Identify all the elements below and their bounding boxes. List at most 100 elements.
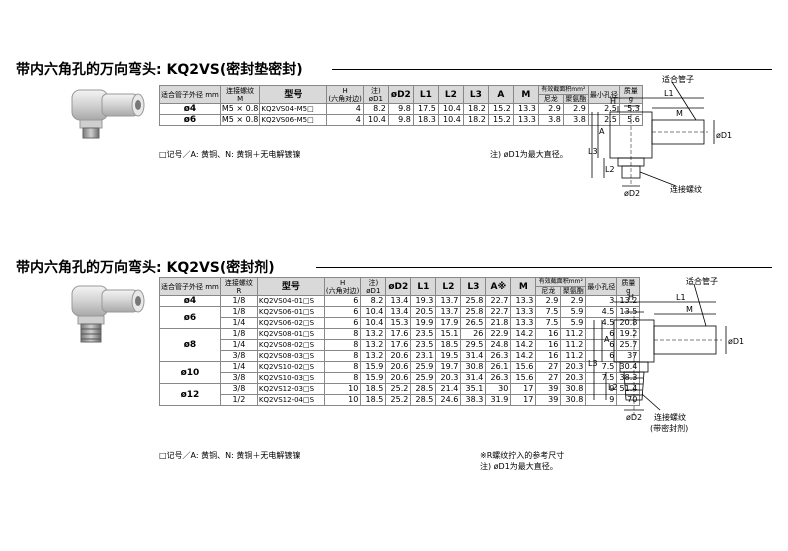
cell-a: 26.3 [485, 372, 512, 384]
cell-thread: 3/8 [219, 350, 258, 362]
col-l1: L1 [410, 277, 437, 296]
dim-h: H [610, 97, 616, 106]
cell-l3: 26.5 [460, 317, 487, 329]
col-d1: 注) øD1 [360, 277, 387, 296]
cell-d2: 13.4 [385, 295, 412, 307]
col-d1: 注) øD1 [362, 85, 389, 104]
cell-l2: 19.7 [435, 361, 462, 373]
cell-model: KQ2VS06-02□S [256, 317, 325, 329]
cell-m: 13.3 [512, 103, 539, 115]
cell-l1: 28.5 [410, 394, 437, 406]
cell-h: 4 [326, 103, 364, 115]
cell-urethane: 30.8 [560, 383, 587, 395]
cell-nylon: 2.9 [535, 295, 562, 307]
cell-tube-od: ø6 [159, 306, 221, 329]
cell-tube-od: ø4 [159, 295, 221, 307]
cell-d2: 20.6 [385, 372, 412, 384]
col-min-bore: 最小孔径 [585, 277, 618, 296]
cell-d1: 15.9 [360, 372, 387, 384]
dim-d1: øD1 [716, 131, 732, 140]
cell-a: 30 [485, 383, 512, 395]
cell-l3: 18.2 [462, 114, 489, 126]
cell-a: 21.8 [485, 317, 512, 329]
col-d1-label: øD1 [368, 94, 383, 103]
col-thread: 连接螺纹 M [219, 85, 261, 104]
cell-urethane: 11.2 [560, 350, 587, 362]
cell-urethane: 20.3 [560, 372, 587, 384]
cell-urethane: 3.8 [562, 114, 589, 126]
tapered-thread [623, 371, 645, 401]
section2-footnote-left: □记号／A: 黄铜、N: 黄铜＋无电解镀镍 [159, 451, 301, 460]
section1-footnote-left: □记号／A: 黄铜、N: 黄铜＋无电解镀镍 [159, 150, 301, 159]
cell-l2: 24.6 [435, 394, 462, 406]
cell-h: 6 [323, 306, 362, 318]
cell-l3: 18.2 [462, 103, 489, 115]
cell-d2: 15.3 [385, 317, 412, 329]
cell-d2: 25.2 [385, 383, 412, 395]
cell-m: 15.6 [510, 372, 537, 384]
cell-d2: 25.2 [385, 394, 412, 406]
cell-thread: 3/8 [219, 383, 258, 395]
dim-l1: L1 [676, 293, 686, 302]
cell-nylon: 39 [535, 383, 562, 395]
cell-bore: 9 [585, 394, 618, 406]
cell-d2: 20.6 [385, 350, 412, 362]
cell-l1: 23.5 [410, 328, 437, 340]
cell-l2: 17.9 [435, 317, 462, 329]
cell-urethane: 30.8 [560, 394, 587, 406]
cell-d2: 20.6 [385, 361, 412, 373]
cell-d1: 10.4 [360, 317, 387, 329]
dim-d2: øD2 [626, 413, 642, 422]
col-m: M [510, 277, 537, 296]
cell-thread: 1/8 [219, 295, 258, 307]
section2-dimension-drawing: H L1 M A L3 L2 øD1 øD2 适合管子 连接螺纹 (带密封剂) [588, 276, 744, 433]
cell-a: 22.7 [485, 306, 512, 318]
cell-tube-od: ø4 [159, 103, 221, 115]
cell-nylon: 16 [535, 328, 562, 340]
col-h-label: H [342, 86, 348, 95]
cell-m: 13.3 [510, 317, 537, 329]
cell-tube-od: ø6 [159, 114, 221, 126]
cell-model: KQ2VS08-03□S [256, 350, 325, 362]
cell-d2: 9.8 [387, 114, 414, 126]
col-h: H (六角对边) [326, 85, 364, 104]
cell-model: KQ2VS12-04□S [256, 394, 325, 406]
cell-urethane: 11.2 [560, 339, 587, 351]
cell-m: 13.3 [512, 114, 539, 126]
drawing-tube-label: 适合管子 [686, 276, 718, 286]
cell-d1: 18.5 [360, 394, 387, 406]
drawing-thread-label: 连接螺纹 [670, 184, 702, 194]
cell-l3: 30.8 [460, 361, 487, 373]
cell-tube-od: ø10 [159, 361, 221, 384]
col-d1-label: øD1 [366, 286, 381, 295]
col-l2: L2 [437, 85, 464, 104]
cell-thread: M5 × 0.8 [219, 103, 261, 115]
cell-h: 8 [323, 361, 362, 373]
dim-m: M [686, 305, 693, 314]
col-m: M [512, 85, 539, 104]
cell-l1: 28.5 [410, 383, 437, 395]
col-weight-label: 质量 [623, 86, 638, 95]
cell-m: 13.3 [510, 295, 537, 307]
cell-l2: 10.4 [437, 103, 464, 115]
cell-d1: 15.9 [360, 361, 387, 373]
dim-h: H [628, 293, 634, 302]
cell-nylon: 39 [535, 394, 562, 406]
col-weight-unit: g [628, 94, 634, 103]
cell-l1: 17.5 [412, 103, 439, 115]
cell-m: 14.2 [510, 328, 537, 340]
dim-l3: L3 [588, 359, 598, 368]
cell-urethane: 20.3 [560, 361, 587, 373]
cell-a: 24.8 [485, 339, 512, 351]
cell-a: 26.1 [485, 361, 512, 373]
cell-model: KQ2VS04-M5□ [259, 103, 328, 115]
col-a: A [487, 85, 514, 104]
col-weight-label: 质量 [621, 278, 636, 287]
cell-h: 6 [323, 317, 362, 329]
cell-m: 14.2 [510, 339, 537, 351]
cell-nylon: 2.9 [537, 103, 564, 115]
